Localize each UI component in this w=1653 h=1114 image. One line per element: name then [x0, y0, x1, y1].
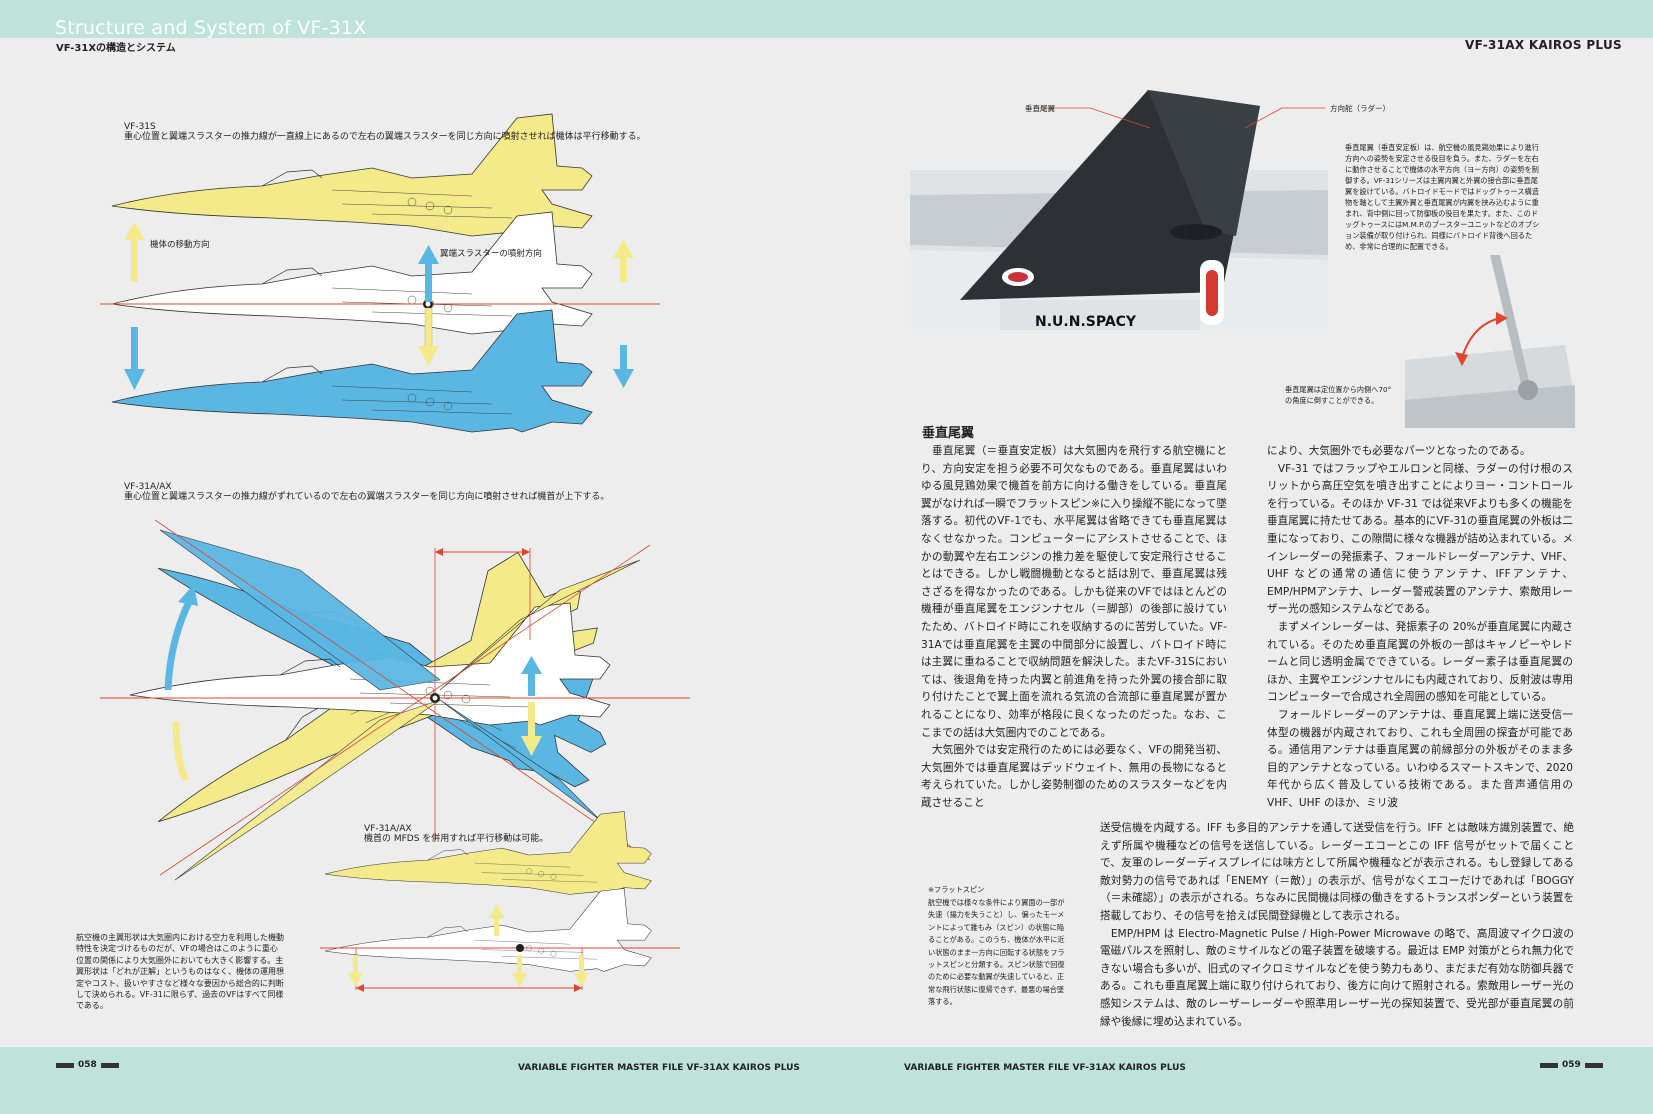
header-title-jp: VF-31Xの構造とシステム — [56, 43, 176, 54]
fold-caption: 垂直尾翼は定位置から内側へ70°の角度に倒すことができる。 — [1285, 385, 1392, 405]
move-arrow-up-right — [613, 240, 634, 282]
footnote-text: 航空機では様々な条件により翼面の一部が失速（揚力を失うこと）し、偏ったモーメント… — [928, 898, 1065, 1007]
header-right-title: VF-31AX KAIROS PLUS — [1465, 38, 1622, 52]
fig3-arrow-right-down — [574, 955, 589, 987]
left-bottom-note: 航空機の主翼形状は大気圏内における空力を利用した機動特性を決定づけるものだが、V… — [76, 933, 284, 1011]
fig2-thrust-up — [521, 656, 542, 696]
fold-fin-photo — [1405, 255, 1575, 428]
top-band — [0, 0, 1653, 38]
body-column-1: 垂直尾翼（＝垂直安定板）は大気圏内を飛行する航空機にとり、方向安定を担う必要不可… — [921, 445, 1227, 809]
label-move-direction: 機体の移動方向 — [150, 240, 210, 250]
thrust-arrow-down — [418, 307, 439, 366]
fig3-arrow-mid-down — [512, 955, 527, 987]
fig3-title: VF-31A/AX — [364, 824, 412, 834]
body-column-3: 送受信機を内蔵する。IFF も多目的アンテナを通して送受信を行う。IFF とは敵… — [1100, 822, 1574, 1028]
move-arrow-up-left — [124, 222, 145, 282]
footer-left-text: VARIABLE FIGHTER MASTER FILE VF-31AX KAI… — [518, 1063, 800, 1073]
photo-caption: 垂直尾翼（垂直安定板）は、航空機の風見鶏効果により進行方向への姿勢を安定させる役… — [1345, 143, 1540, 251]
label-rudder: 方向舵（ラダー） — [1330, 104, 1390, 113]
fig3-caption: 機首の MFDS を併用すれば平行移動は可能。 — [364, 834, 549, 844]
fig3-arrow-left-down — [348, 955, 363, 987]
label-vertical-fin: 垂直尾翼 — [1025, 104, 1055, 113]
fig1-caption: 重心位置と翼端スラスターの推力線が一直線上にあるので左右の翼端スラスターを同じ方… — [124, 132, 646, 142]
move-arrow-down-left — [124, 327, 145, 390]
photo-marking: N.U.N.SPACY — [1035, 314, 1137, 330]
section-title: 垂直尾翼 — [922, 426, 975, 441]
right-page-number: 059 — [1540, 1060, 1603, 1070]
label-thrust-direction: 翼端スラスターの噴射方向 — [440, 249, 542, 259]
fig1-title: VF-31S — [124, 122, 156, 132]
fig2-title: VF-31A/AX — [124, 482, 172, 492]
tail-photo — [910, 90, 1328, 330]
bottom-band — [0, 1047, 1653, 1114]
body-column-2: により、大気圏外でも必要なパーツとなったのである。 VF-31 ではフラップやエ… — [1267, 445, 1573, 809]
header-title-en: Structure and System of VF-31X — [55, 17, 367, 39]
left-page-number: 058 — [56, 1060, 119, 1070]
footer-right-text: VARIABLE FIGHTER MASTER FILE VF-31AX KAI… — [904, 1063, 1186, 1073]
move-arrow-down-right — [613, 345, 634, 388]
thrust-arrow-up — [418, 245, 439, 302]
fig2-caption: 重心位置と翼端スラスターの推力線がずれているので左右の翼端スラスターを同じ方向に… — [124, 492, 610, 502]
footnote-title: ※フラットスピン — [928, 885, 985, 894]
fig2-thrust-down — [521, 702, 542, 756]
fig3-thrust-up — [489, 904, 504, 936]
